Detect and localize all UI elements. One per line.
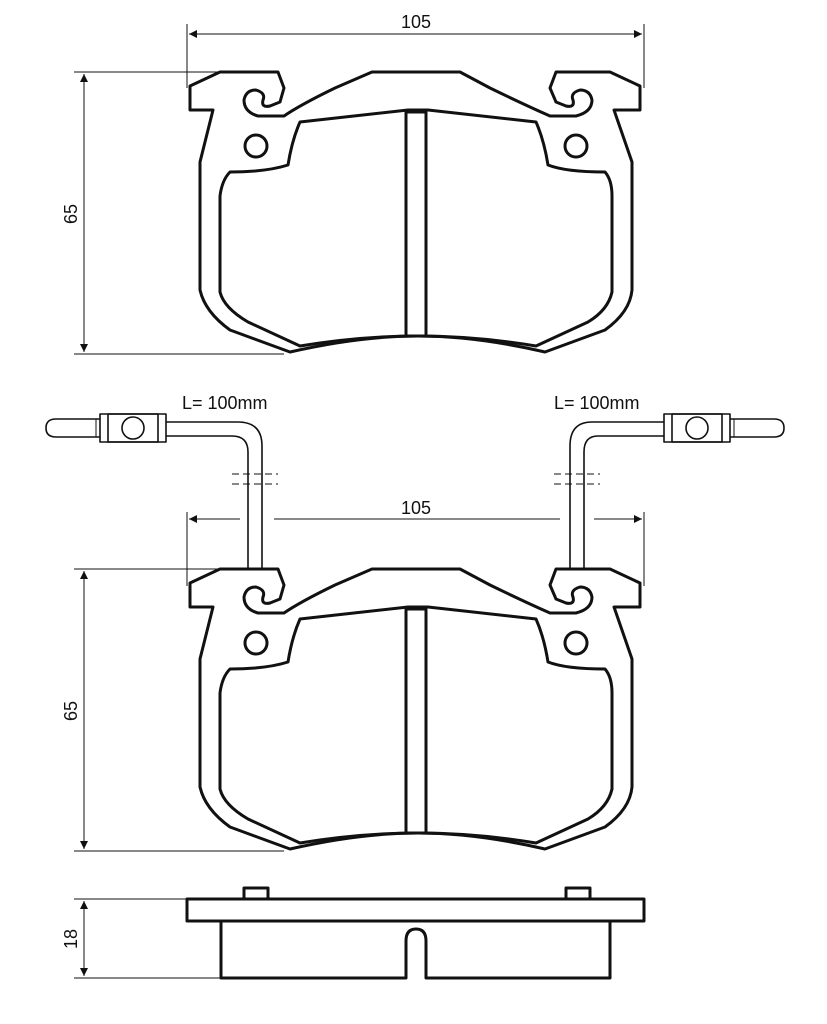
sensor-pad-outline: [188, 567, 642, 851]
right-wire-length-label: L= 100mm: [554, 393, 640, 413]
sensor-view: L= 100mm L= 100mm 105 65: [45, 393, 785, 852]
top-pad-outline: [188, 70, 642, 354]
sensor-height-label: 65: [61, 701, 81, 721]
side-backing-plate: [185, 897, 646, 923]
side-friction-material: [219, 921, 612, 980]
side-right-pin: [564, 886, 592, 901]
top-width-label: 105: [401, 12, 431, 32]
left-sensor-wire: [45, 413, 278, 568]
side-left-pin: [242, 886, 270, 901]
top-height-label: 65: [61, 204, 81, 224]
sensor-width-dimension: 105: [186, 498, 645, 586]
side-thickness-label: 18: [61, 929, 81, 949]
left-wire-length-label: L= 100mm: [182, 393, 268, 413]
sensor-width-label: 105: [401, 498, 431, 518]
top-height-dimension: 65: [61, 71, 284, 355]
sensor-height-dimension: 65: [61, 568, 284, 852]
right-sensor-wire: [554, 413, 785, 568]
side-thickness-dimension: 18: [61, 898, 220, 979]
top-view: 105 65: [61, 12, 645, 355]
top-width-dimension: 105: [186, 12, 645, 88]
side-view: 18: [61, 886, 646, 980]
